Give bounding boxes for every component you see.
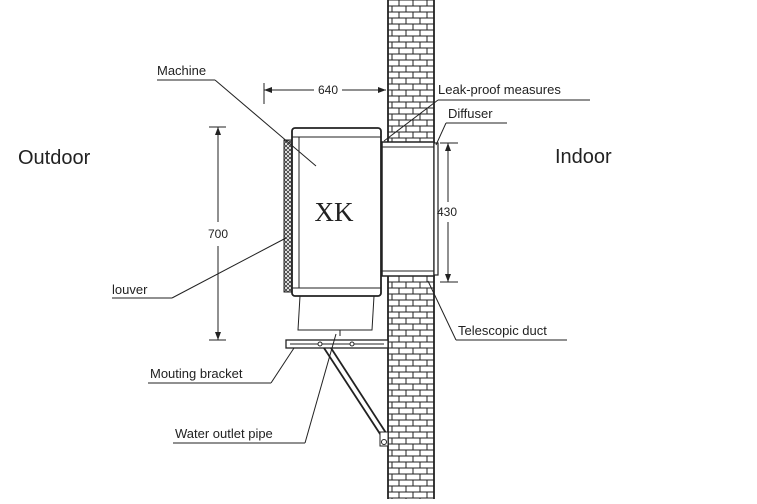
dimension-duct: 430 — [437, 142, 458, 283]
mounting-bracket-shape — [285, 339, 389, 447]
outdoor-label: Outdoor — [18, 147, 91, 169]
dimension-height-label: 700 — [208, 227, 228, 241]
dimension-width: 640 — [263, 83, 386, 104]
water-outlet-label: Water outlet pipe — [175, 426, 273, 441]
leak-proof-label: Leak-proof measures — [438, 82, 561, 97]
dimension-duct-label: 430 — [437, 205, 457, 219]
machine-body — [291, 127, 382, 297]
diffuser-label: Diffuser — [448, 106, 493, 121]
callout-mounting-bracket: Mouting bracket — [148, 347, 295, 384]
telescopic-duct-label: Telescopic duct — [458, 323, 547, 338]
dimension-width-label: 640 — [318, 83, 338, 97]
machine-label: Machine — [157, 63, 206, 78]
callout-water-outlet: Water outlet pipe — [173, 333, 337, 444]
diffuser — [433, 142, 439, 276]
callout-leak-proof: Leak-proof measures — [383, 82, 590, 142]
callout-louver: louver — [112, 237, 287, 299]
callout-telescopic-duct: Telescopic duct — [427, 280, 567, 341]
telescopic-duct — [381, 141, 435, 277]
mounting-bracket-label: Mouting bracket — [150, 366, 243, 381]
indoor-label: Indoor — [555, 146, 612, 168]
callout-diffuser: Diffuser — [435, 106, 507, 146]
water-tray — [297, 295, 375, 336]
dimension-height: 700 — [208, 126, 228, 341]
brand-label: XK — [315, 197, 354, 227]
louver-label: louver — [112, 282, 148, 297]
callout-machine: Machine — [157, 63, 317, 167]
